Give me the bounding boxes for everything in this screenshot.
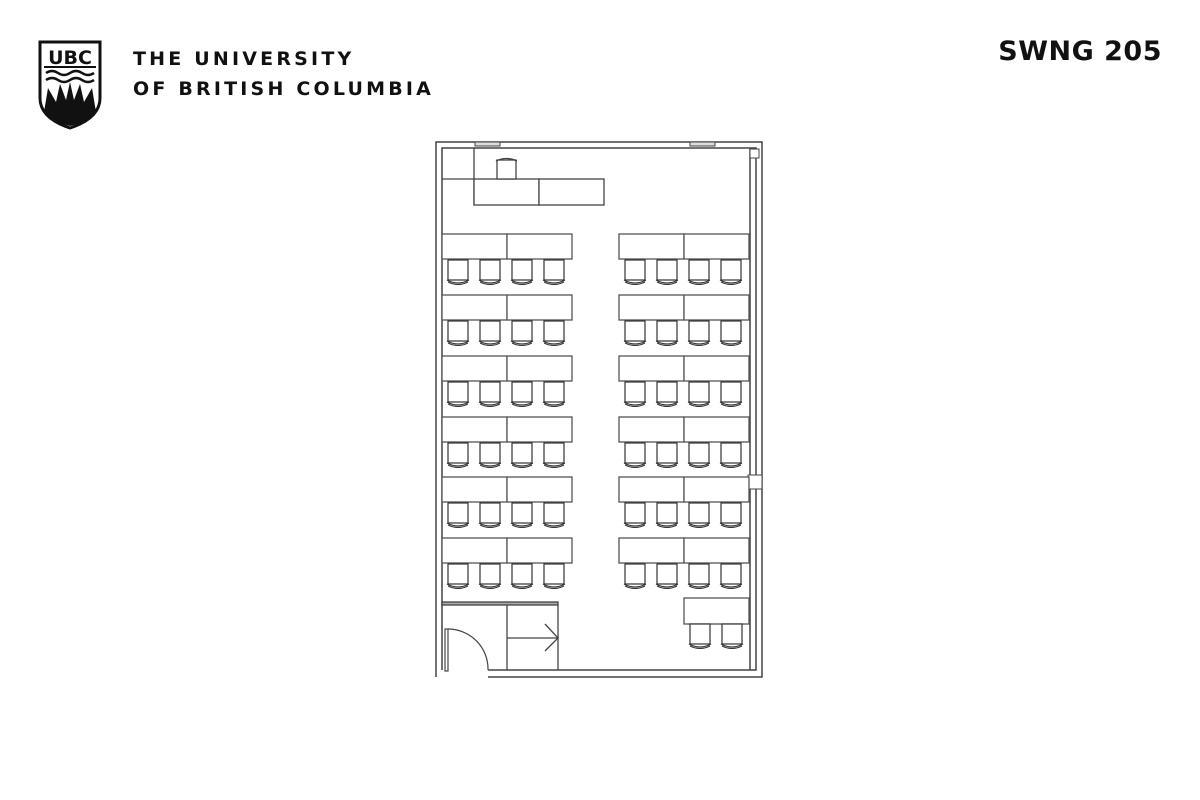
svg-text:UBC: UBC xyxy=(48,47,92,69)
instructor-desk xyxy=(442,148,605,206)
room-walls xyxy=(435,141,763,678)
wordmark-line-1: THE UNIVERSITY xyxy=(133,48,355,70)
university-wordmark: THE UNIVERSITY OF BRITISH COLUMBIA xyxy=(133,44,434,104)
column-top-right xyxy=(749,148,760,159)
right-seating-block xyxy=(619,234,749,589)
ubc-crest-logo: UBC xyxy=(38,40,102,130)
left-seating-block xyxy=(442,234,572,589)
room-code: SWNG 205 xyxy=(998,36,1162,67)
window-top-left xyxy=(474,141,716,147)
entry-vestibule xyxy=(441,601,559,670)
column-right xyxy=(747,474,763,490)
extra-table xyxy=(683,597,750,650)
door-swing xyxy=(444,628,489,672)
wordmark-line-2: OF BRITISH COLUMBIA xyxy=(133,78,435,100)
